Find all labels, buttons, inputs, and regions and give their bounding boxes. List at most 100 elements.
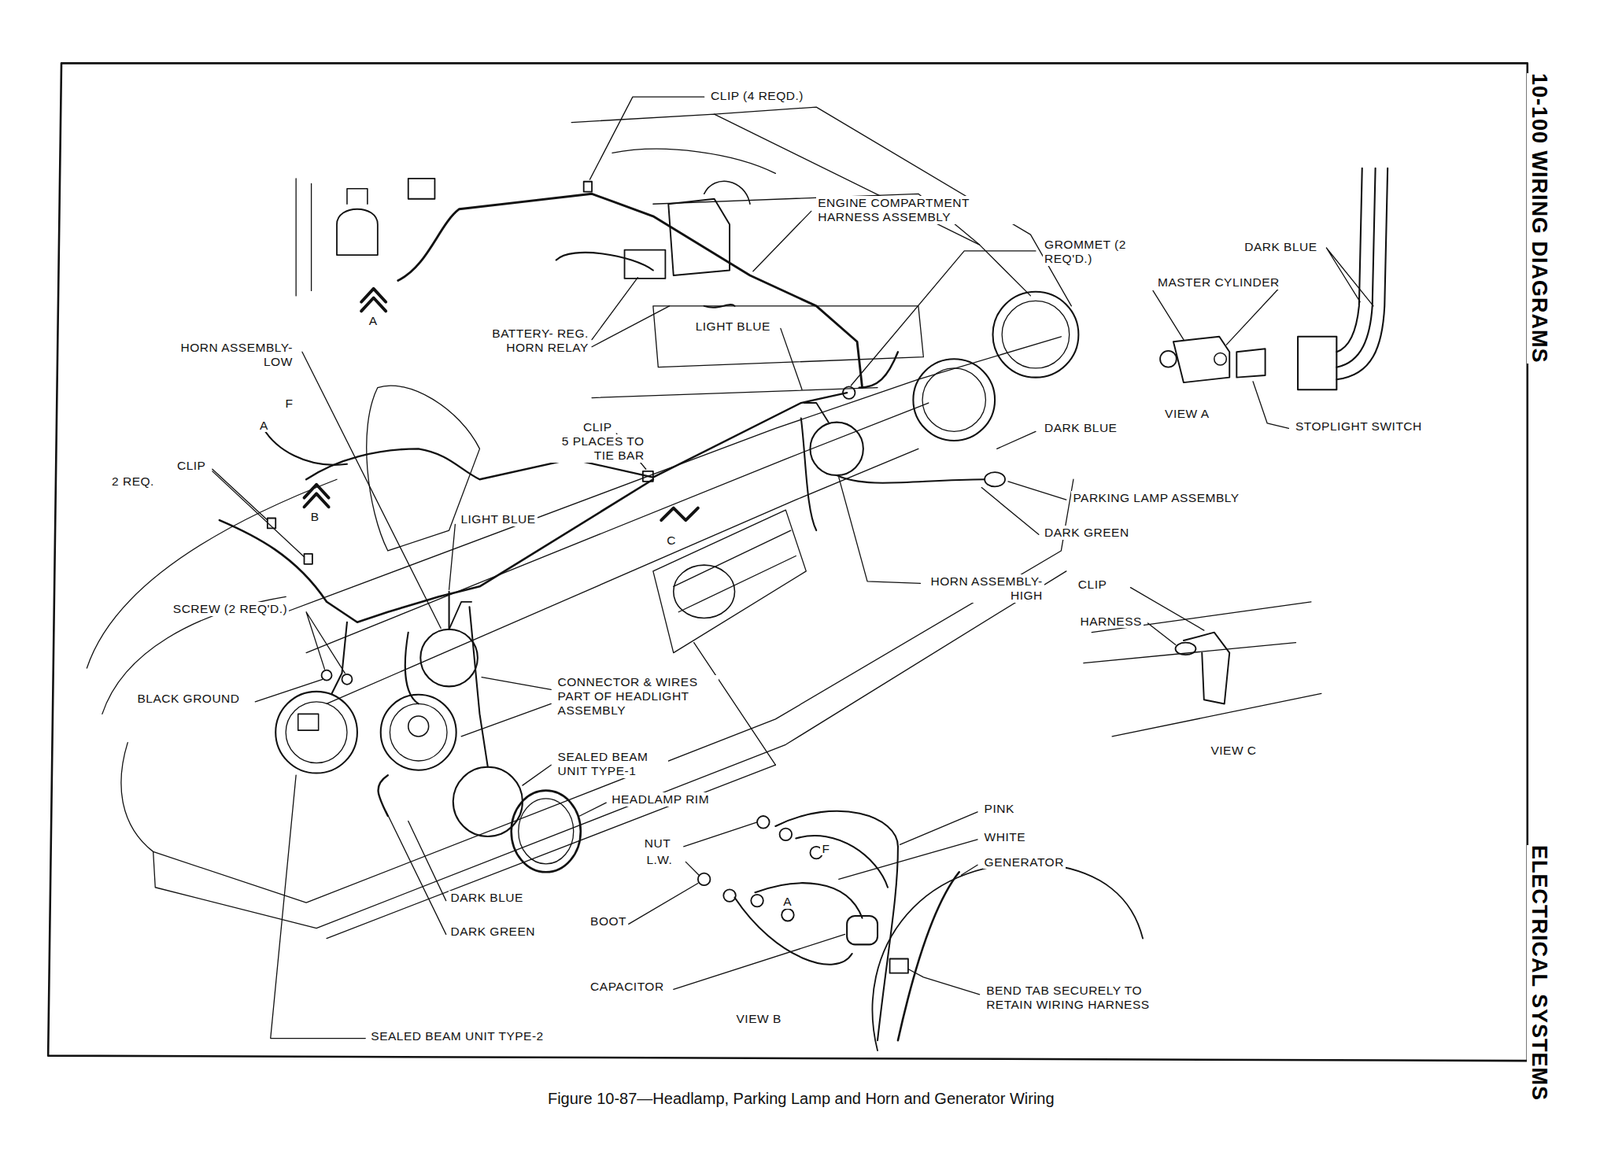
- drawing-stroke: [304, 554, 313, 565]
- drawing-stroke: [385, 811, 446, 935]
- drawing-stroke: [408, 178, 436, 200]
- drawing-stroke: [270, 775, 366, 1039]
- drawing-stroke: [420, 629, 478, 688]
- drawing-stroke: [347, 188, 368, 204]
- part-label: DARK GREEN: [448, 924, 537, 939]
- drawing-stroke: [809, 422, 863, 476]
- drawing-stroke: [754, 883, 862, 918]
- part-label: LIGHT BLUE: [458, 512, 537, 527]
- drawing-stroke: [877, 846, 898, 1041]
- drawing-stroke: [408, 820, 447, 901]
- part-label: CONNECTOR & WIRES PART OF HEADLIGHT ASSE…: [556, 675, 719, 717]
- drawing-stroke: [612, 148, 776, 174]
- drawing-stroke: [992, 291, 1079, 378]
- drawing-stroke: [285, 336, 1061, 613]
- part-label: HORN ASSEMBLY-LOW: [171, 340, 295, 370]
- drawing-stroke: [449, 524, 456, 590]
- part-label: F: [820, 842, 832, 857]
- part-label: LIGHT BLUE: [694, 319, 773, 334]
- drawing-stroke: [1152, 286, 1281, 345]
- part-label: A: [367, 314, 380, 329]
- drawing-stroke: [668, 199, 730, 276]
- drawing-stroke: [984, 472, 1006, 487]
- drawing-stroke: [698, 873, 711, 887]
- part-label: GENERATOR: [982, 855, 1066, 870]
- drawing-stroke: [1336, 168, 1388, 380]
- part-label: CLIP: [1076, 577, 1109, 592]
- drawing-stroke: [750, 894, 764, 908]
- part-label: VIEW C: [1208, 743, 1258, 758]
- drawing-stroke: [836, 475, 985, 484]
- part-label: CAPACITOR: [588, 979, 666, 994]
- part-label: F: [283, 396, 295, 411]
- drawing-stroke: [591, 277, 670, 348]
- drawing-stroke: [922, 368, 986, 432]
- part-label: A: [781, 894, 794, 910]
- drawing-stroke: [753, 210, 812, 271]
- part-label: HEADLAMP RIM: [609, 792, 711, 807]
- drawing-stroke: [842, 386, 856, 400]
- drawing-stroke: [1214, 353, 1227, 366]
- drawing-stroke: [219, 479, 654, 622]
- drawing-stroke: [275, 691, 358, 774]
- drawing-stroke: [642, 471, 654, 482]
- drawing-stroke: [838, 839, 978, 880]
- drawing-stroke: [673, 934, 846, 990]
- part-label: C: [665, 533, 678, 548]
- part-label: SEALED BEAM UNIT TYPE-1: [556, 750, 669, 779]
- part-label: DARK BLUE: [448, 890, 525, 906]
- drawing-stroke: [361, 288, 386, 312]
- drawing-stroke: [580, 802, 607, 817]
- drawing-stroke: [306, 612, 345, 674]
- part-label: BATTERY- REG. HORN RELAY: [467, 326, 591, 355]
- drawing-stroke: [398, 193, 863, 388]
- part-label: NUT: [642, 836, 673, 851]
- drawing-stroke: [326, 764, 776, 939]
- drawing-stroke: [285, 702, 348, 764]
- drawing-stroke: [48, 62, 1528, 1061]
- drawing-stroke: [628, 883, 699, 925]
- part-label: A: [258, 418, 270, 433]
- drawing-stroke: [846, 916, 878, 945]
- part-label: BEND TAB SECURELY TO RETAIN WIRING HARNE…: [984, 983, 1176, 1013]
- drawing-stroke: [1175, 642, 1197, 656]
- drawing-stroke: [723, 889, 736, 902]
- drawing-stroke: [254, 679, 323, 703]
- part-label: DARK BLUE: [1042, 421, 1119, 436]
- drawing-stroke: [449, 602, 473, 630]
- drawing-stroke: [389, 703, 448, 762]
- drawing-stroke: [960, 864, 978, 876]
- drawing-stroke: [461, 677, 551, 737]
- drawing-stroke: [212, 469, 305, 557]
- part-label: STOPLIGHT SWITCH: [1293, 419, 1424, 434]
- drawing-stroke: [298, 713, 319, 731]
- drawing-stroke: [781, 909, 795, 922]
- drawing-stroke: [1160, 351, 1177, 368]
- drawing-stroke: [704, 304, 736, 308]
- drawing-stroke: [408, 716, 429, 737]
- drawing-stroke: [779, 828, 793, 842]
- part-label: PARKING LAMP ASSEMBLY: [1071, 491, 1241, 506]
- drawing-stroke: [571, 114, 1031, 296]
- drawing-stroke: [1008, 481, 1067, 500]
- drawing-stroke: [326, 448, 919, 704]
- part-label: HARNESS: [1078, 614, 1143, 629]
- drawing-stroke: [673, 565, 736, 618]
- drawing-stroke: [653, 509, 806, 653]
- drawing-stroke: [448, 591, 451, 630]
- part-label: SCREW (2 REQ'D.): [171, 602, 289, 617]
- drawing-stroke: [469, 606, 488, 768]
- part-label: VIEW B: [735, 1012, 784, 1027]
- drawing-stroke: [1001, 300, 1070, 369]
- drawing-stroke: [511, 790, 581, 873]
- part-label: SEALED BEAM UNIT TYPE-2: [369, 1029, 545, 1044]
- drawing-stroke: [1336, 168, 1362, 352]
- drawing-stroke: [801, 417, 817, 531]
- drawing-stroke: [683, 822, 758, 876]
- drawing-stroke: [556, 252, 654, 271]
- drawing-stroke: [378, 775, 388, 817]
- drawing-stroke: [908, 968, 980, 994]
- part-label: BLACK GROUND: [135, 691, 241, 706]
- part-label: HORN ASSEMBLY-HIGH: [921, 574, 1045, 603]
